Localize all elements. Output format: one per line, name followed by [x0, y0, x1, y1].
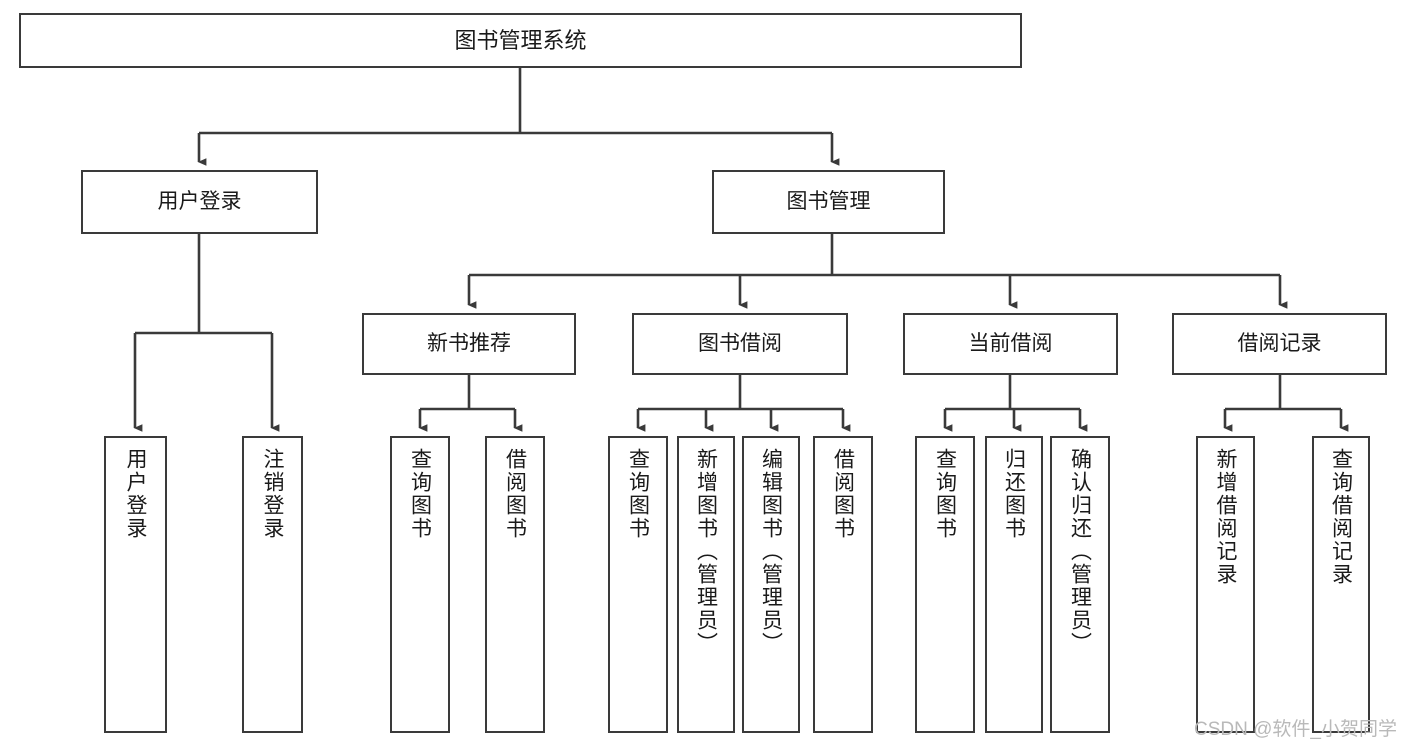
node-borrow-records[interactable]: 借阅记录	[1172, 313, 1387, 375]
node-new-book-recommend-label: 新书推荐	[427, 331, 511, 355]
leaf-current-return-book[interactable]: 归还图书	[985, 436, 1043, 733]
leaf-records-add-record[interactable]: 新增借阅记录	[1196, 436, 1255, 733]
leaf-borrow-add-book-admin[interactable]: 新增图书（管理员）	[677, 436, 735, 733]
leaf-current-query-book-label: 查询图书	[933, 448, 957, 540]
node-current-borrow-label: 当前借阅	[968, 331, 1053, 355]
node-current-borrow[interactable]: 当前借阅	[903, 313, 1118, 375]
leaf-borrow-borrow-book-label: 借阅图书	[831, 448, 855, 540]
leaf-user-login[interactable]: 用户登录	[104, 436, 167, 733]
leaf-borrow-edit-book-admin[interactable]: 编辑图书（管理员）	[742, 436, 800, 733]
node-book-management[interactable]: 图书管理	[712, 170, 945, 234]
node-user-login-label: 用户登录	[157, 189, 242, 213]
watermark: CSDN @软件_小贺同学	[1194, 719, 1397, 740]
leaf-borrow-borrow-book[interactable]: 借阅图书	[813, 436, 873, 733]
leaf-logout[interactable]: 注销登录	[242, 436, 303, 733]
leaf-current-confirm-return-admin-label: 确认归还（管理员）	[1068, 448, 1092, 655]
leaf-records-query-record[interactable]: 查询借阅记录	[1312, 436, 1370, 733]
node-new-book-recommend[interactable]: 新书推荐	[362, 313, 576, 375]
leaf-current-return-book-label: 归还图书	[1002, 448, 1026, 540]
node-user-login[interactable]: 用户登录	[81, 170, 318, 234]
leaf-borrow-edit-book-admin-label: 编辑图书（管理员）	[759, 448, 783, 655]
leaf-borrow-query-book-label: 查询图书	[626, 448, 650, 540]
node-book-borrow-label: 图书借阅	[698, 331, 782, 355]
node-book-borrow[interactable]: 图书借阅	[632, 313, 848, 375]
leaf-records-query-record-label: 查询借阅记录	[1329, 448, 1353, 586]
leaf-current-query-book[interactable]: 查询图书	[915, 436, 975, 733]
node-borrow-records-label: 借阅记录	[1237, 331, 1322, 355]
leaf-user-login-label: 用户登录	[124, 448, 147, 540]
leaf-borrow-query-book[interactable]: 查询图书	[608, 436, 668, 733]
leaf-newbook-query-book[interactable]: 查询图书	[390, 436, 450, 733]
node-book-management-label: 图书管理	[786, 189, 871, 213]
leaf-newbook-query-book-label: 查询图书	[408, 448, 432, 540]
node-root[interactable]: 图书管理系统	[19, 13, 1022, 68]
leaf-current-confirm-return-admin[interactable]: 确认归还（管理员）	[1050, 436, 1110, 733]
node-root-label: 图书管理系统	[454, 27, 587, 53]
leaf-logout-label: 注销登录	[261, 448, 284, 540]
leaf-newbook-borrow-book-label: 借阅图书	[503, 448, 527, 540]
leaf-borrow-add-book-admin-label: 新增图书（管理员）	[694, 448, 718, 655]
leaf-records-add-record-label: 新增借阅记录	[1214, 448, 1237, 586]
leaf-newbook-borrow-book[interactable]: 借阅图书	[485, 436, 545, 733]
